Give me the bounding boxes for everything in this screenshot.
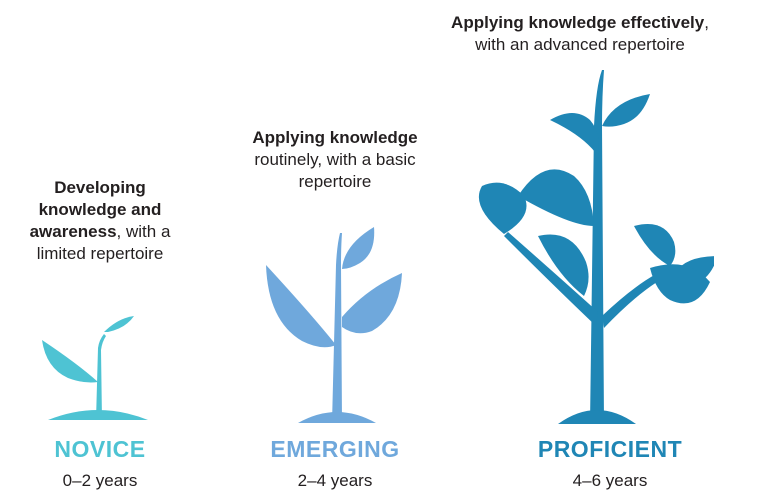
proficient-desc-bold-1: Applying knowledge effectively xyxy=(451,13,705,32)
novice-desc-bold-2: knowledge and xyxy=(38,200,162,219)
proficient-desc-rest-1: , xyxy=(704,13,709,32)
emerging-description: Applying knowledge routinely, with a bas… xyxy=(225,127,445,193)
seedling-icon xyxy=(42,316,148,420)
novice-level-label: NOVICE xyxy=(54,436,146,462)
novice-desc-rest-3: , with a xyxy=(116,222,171,241)
novice-desc-bold-3: awareness xyxy=(29,222,117,241)
novice-years: 0–2 years xyxy=(62,471,138,490)
emerging-desc-line-3: repertoire xyxy=(298,172,372,191)
tree-icon xyxy=(478,70,714,424)
young-plant-icon xyxy=(266,227,402,423)
proficient-level-label: PROFICIENT xyxy=(537,436,683,462)
proficient-desc-line-2: with an advanced repertoire xyxy=(475,35,685,54)
novice-desc-bold-1: Developing xyxy=(54,178,146,197)
novice-desc-line-4: limited repertoire xyxy=(36,244,164,263)
emerging-years: 2–4 years xyxy=(297,471,373,490)
emerging-desc-line-2: routinely, with a basic xyxy=(254,150,416,169)
proficient-description: Applying knowledge effectively, with an … xyxy=(400,12,760,56)
emerging-desc-bold-1: Applying knowledge xyxy=(252,128,418,147)
proficient-years: 4–6 years xyxy=(572,471,648,490)
emerging-level-label: EMERGING xyxy=(270,436,400,462)
novice-description: Developing knowledge and awareness, with… xyxy=(0,177,200,265)
